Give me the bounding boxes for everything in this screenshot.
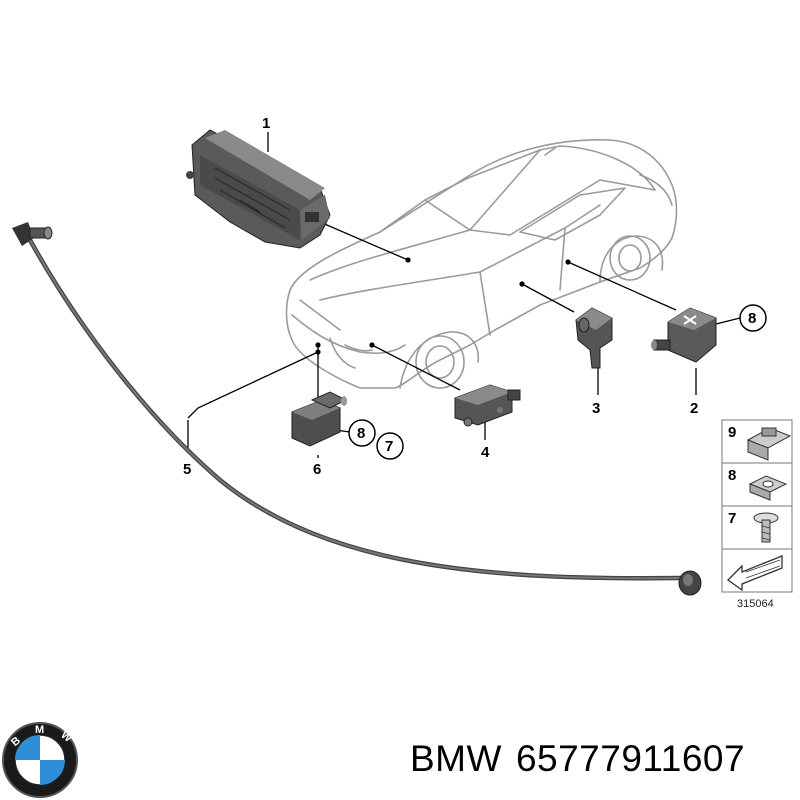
- callout-3: 3: [592, 400, 600, 417]
- leader-dots: [315, 257, 571, 355]
- part-caption: BMW 65777911607: [410, 738, 759, 780]
- callout-4: 4: [481, 444, 490, 461]
- parts-legend: 9 8 7 315064: [721, 419, 793, 610]
- callout-7: 7: [385, 438, 393, 455]
- callout-8-lower: 8: [357, 425, 365, 442]
- cable-sensor-part: [12, 222, 702, 596]
- legend-item-9: 9: [728, 424, 736, 441]
- leader-lines: [187, 132, 741, 458]
- brand-name: BMW: [410, 738, 502, 779]
- sensor-part-4: [454, 384, 521, 427]
- legend-item-8: 8: [728, 467, 736, 484]
- sensor-part-2: [651, 307, 717, 363]
- callout-1: 1: [262, 115, 270, 132]
- nut-clip-icon: [748, 475, 788, 501]
- logo-letter-m: M: [35, 724, 44, 736]
- bmw-logo: B M W: [2, 722, 78, 798]
- callout-6: 6: [313, 461, 321, 478]
- control-module-part: [186, 129, 331, 249]
- sensor-part-6: [291, 391, 348, 447]
- sensor-part-3: [575, 307, 613, 369]
- screw-icon: [753, 512, 779, 543]
- circled-callout-7: 7: [376, 432, 404, 460]
- diagram-reference-number: 315064: [737, 598, 774, 610]
- car-outline: [285, 138, 678, 389]
- callout-8-upper: 8: [748, 310, 756, 327]
- callout-2: 2: [690, 400, 698, 417]
- callout-5: 5: [183, 461, 191, 478]
- legend-item-7: 7: [728, 510, 736, 527]
- clip-icon: [746, 427, 792, 461]
- circled-callout-8-lower: 8: [348, 419, 376, 447]
- circled-callout-8-upper: 8: [739, 304, 767, 332]
- direction-arrow-icon: [726, 555, 783, 592]
- part-number: 65777911607: [515, 738, 746, 779]
